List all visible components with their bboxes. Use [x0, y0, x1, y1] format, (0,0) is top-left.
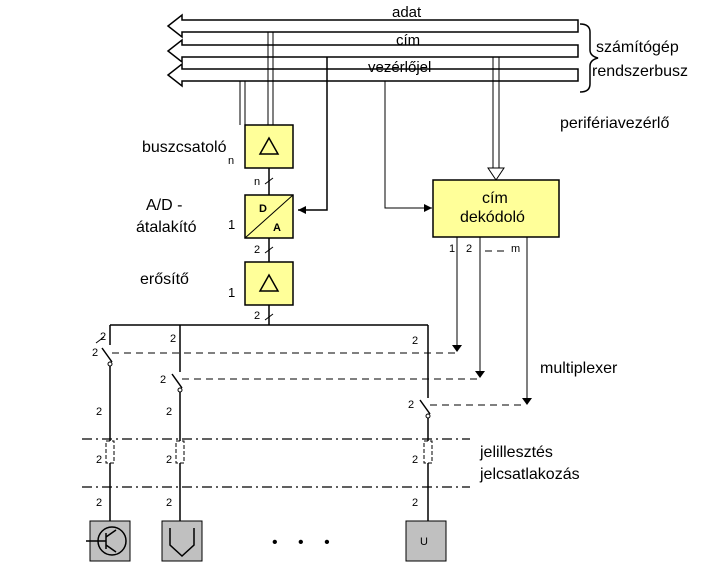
svg-text:2: 2	[166, 497, 172, 509]
count-n-wire: n	[254, 176, 260, 188]
dec-out-2-arrow	[475, 371, 485, 378]
svg-text:2: 2	[96, 454, 102, 466]
svg-text:2: 2	[92, 347, 98, 359]
da-label-d: D	[259, 203, 267, 215]
dec-out-1-arrow	[452, 345, 462, 352]
da-label-a: A	[273, 222, 281, 234]
label-jelillesztes: jelillesztés	[479, 444, 553, 461]
dec-out-1-label: 1	[449, 243, 455, 255]
arrow-ctrl-to-dec	[424, 204, 432, 212]
da-diagonal	[244, 194, 294, 239]
bus-label-adat: adat	[392, 4, 422, 21]
bus-tick-n	[264, 177, 274, 185]
svg-text:2: 2	[160, 374, 166, 386]
decoder-label-line1: cím	[482, 190, 508, 207]
count-1-ad: 1	[228, 217, 235, 232]
label-multiplexer: multiplexer	[540, 360, 618, 377]
dec-out-m-label: m	[511, 243, 520, 255]
count-2-amp: 2	[254, 310, 260, 322]
brace-label-rendszerbusz: rendszerbusz	[592, 63, 688, 80]
label-jelcsatlakozas: jelcsatlakozás	[479, 466, 580, 483]
sensor-u-label: U	[420, 536, 428, 548]
dec-out-m-arrow	[522, 398, 532, 405]
wire-ctrl-to-dec	[384, 81, 432, 209]
svg-text:2: 2	[408, 399, 414, 411]
svg-text:2: 2	[96, 406, 102, 418]
decoder-label-line2: dekódoló	[460, 209, 525, 226]
label-ad-line1: A/D -	[146, 197, 182, 214]
bus-label-cim: cím	[396, 32, 420, 49]
bus-label-vezerlojel: vezérlőjel	[368, 59, 431, 76]
arrow-cim-to-dec	[487, 167, 505, 181]
brace-label-szamitogep: számítógép	[596, 39, 679, 56]
bus-brace	[579, 23, 599, 93]
svg-text:2: 2	[100, 331, 106, 343]
buffer-triangle-icon	[258, 136, 280, 155]
svg-text:2: 2	[412, 497, 418, 509]
sensor-voltage: U	[405, 520, 447, 562]
count-1-erosito: 1	[228, 285, 235, 300]
sensor-cup	[161, 520, 203, 562]
bus-tick-2b	[264, 313, 274, 321]
label-erosito: erősítő	[140, 271, 189, 288]
buszcsatolo-block	[244, 124, 294, 169]
channel-1: 2 2 2 2 2	[92, 325, 455, 531]
amplifier-triangle-icon	[258, 273, 280, 292]
sensor-ellipsis: • • •	[272, 534, 338, 551]
svg-text:2: 2	[412, 454, 418, 466]
channel-2: 2 2 2 2 2	[160, 325, 478, 531]
svg-text:2: 2	[96, 497, 102, 509]
bus-adat	[166, 13, 579, 39]
address-decoder-block	[432, 179, 560, 238]
count-2-da: 2	[254, 244, 260, 256]
bus-tick-2a	[264, 246, 274, 254]
sensor-transistor	[86, 520, 131, 562]
label-periferiavezerlo: perifériavezérlő	[560, 115, 669, 132]
connector-markers	[105, 440, 433, 464]
wire-cim-to-ad	[298, 57, 328, 211]
svg-text:2: 2	[412, 335, 418, 347]
svg-text:2: 2	[166, 406, 172, 418]
bus-vezerlojel	[166, 62, 579, 88]
bus-cim	[166, 38, 579, 64]
label-buszcsatolo: buszcsatoló	[142, 139, 227, 156]
dec-out-2-label: 2	[466, 243, 472, 255]
label-ad-line2: átalakító	[136, 219, 197, 236]
count-n-buszcsatolo: n	[228, 155, 234, 167]
channel-m: 2 2 2 2	[408, 325, 525, 521]
svg-text:2: 2	[170, 333, 176, 345]
amplifier-block	[244, 261, 294, 306]
svg-text:2: 2	[166, 454, 172, 466]
arrow-cim-to-ad	[298, 206, 306, 214]
